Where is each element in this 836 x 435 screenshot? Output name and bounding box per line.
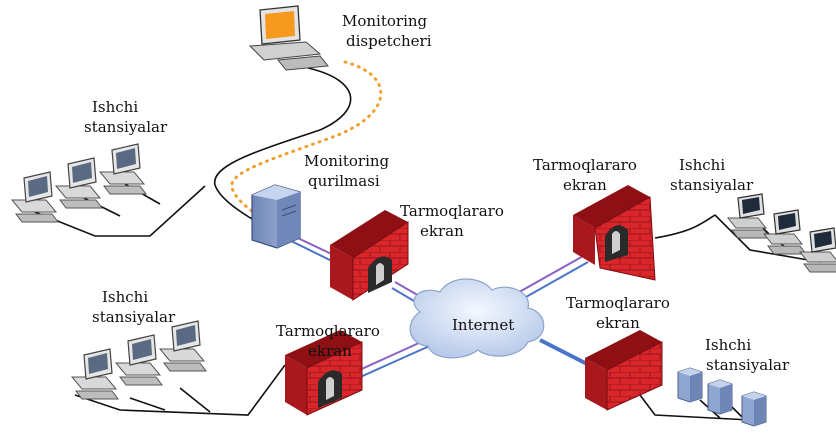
monitoring-dispatcher-computer — [248, 5, 329, 71]
monitoring-device-label-2: qurilmasi — [308, 172, 380, 190]
firewall-top-right-label-1: Tarmoqlararo — [533, 156, 637, 174]
workstations-top-left-label-1: Ishchi — [92, 98, 138, 116]
firewall-bottom-left-label-1: Tarmoqlararo — [276, 322, 380, 340]
monitoring-dispatcher-label-1: Monitoring — [342, 12, 428, 30]
monitoring-device-server — [251, 184, 301, 249]
workstations-bottom-right-label-1: Ishchi — [705, 336, 751, 354]
internet-label: Internet — [452, 316, 514, 334]
workstations-top-right-label-1: Ishchi — [679, 156, 725, 174]
firewall-top-right-label-2: ekran — [563, 176, 607, 194]
firewall-top-left-label-2: ekran — [420, 222, 464, 240]
workstations-bottom-left — [71, 320, 207, 400]
workstations-bottom-right-label-2: stansiyalar — [706, 356, 790, 374]
workstations-bottom-left-label-1: Ishchi — [102, 288, 148, 306]
monitoring-dispatcher-label-2: dispetcheri — [346, 32, 432, 50]
monitoring-device-label-1: Monitoring — [304, 152, 390, 170]
firewall-bottom-left — [285, 330, 363, 416]
firewall-top-right — [573, 185, 656, 281]
firewall-top-left-label-1: Tarmoqlararo — [400, 202, 504, 220]
workstations-top-right — [727, 193, 836, 273]
workstations-bottom-left-label-2: stansiyalar — [92, 308, 176, 326]
firewall-bottom-left-label-2: ekran — [308, 342, 352, 360]
internet-cloud — [409, 278, 545, 359]
firewall-top-left — [330, 210, 409, 301]
firewall-bottom-right — [585, 330, 663, 411]
workstations-top-left — [11, 143, 147, 223]
firewall-bottom-right-label-2: ekran — [596, 314, 640, 332]
workstations-top-right-label-2: stansiyalar — [670, 176, 754, 194]
firewall-bottom-right-label-1: Tarmoqlararo — [566, 294, 670, 312]
workstations-top-left-label-2: stansiyalar — [84, 118, 168, 136]
